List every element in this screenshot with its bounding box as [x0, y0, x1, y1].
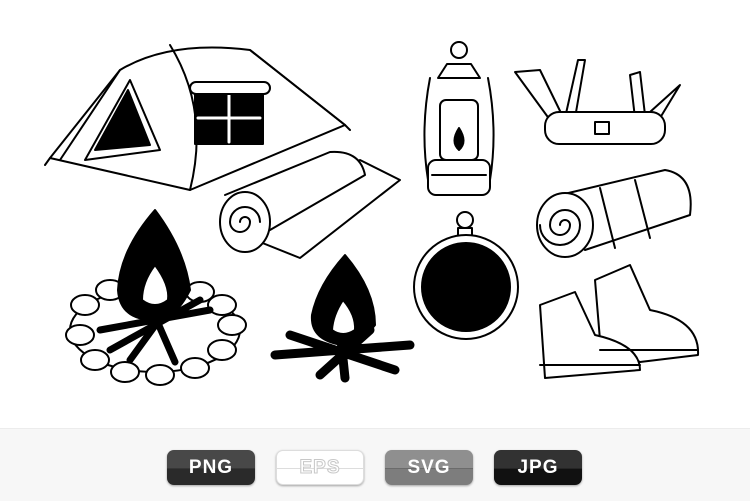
- format-label: JPG: [517, 456, 559, 478]
- format-badge-jpg: JPG: [494, 450, 582, 485]
- pocket-knife-icon: [515, 60, 680, 144]
- tent-icon: [45, 45, 350, 190]
- format-label: PNG: [188, 456, 234, 478]
- camping-illustrations: [0, 0, 750, 428]
- campfire-icon: [275, 255, 410, 378]
- compass-icon: [414, 212, 518, 339]
- campfire-with-stones-icon: [66, 210, 246, 385]
- format-bar: PNG EPS SVG JPG: [0, 428, 750, 501]
- format-label: EPS: [299, 456, 341, 478]
- format-label: SVG: [407, 456, 451, 478]
- lantern-icon: [424, 42, 493, 195]
- format-badge-png: PNG: [167, 450, 255, 485]
- format-badge-eps: EPS: [276, 450, 364, 485]
- sleeping-mat-icon: [220, 152, 400, 258]
- hiking-boots-icon: [540, 265, 698, 378]
- format-badge-svg: SVG: [385, 450, 473, 485]
- sleeping-bag-icon: [537, 170, 691, 257]
